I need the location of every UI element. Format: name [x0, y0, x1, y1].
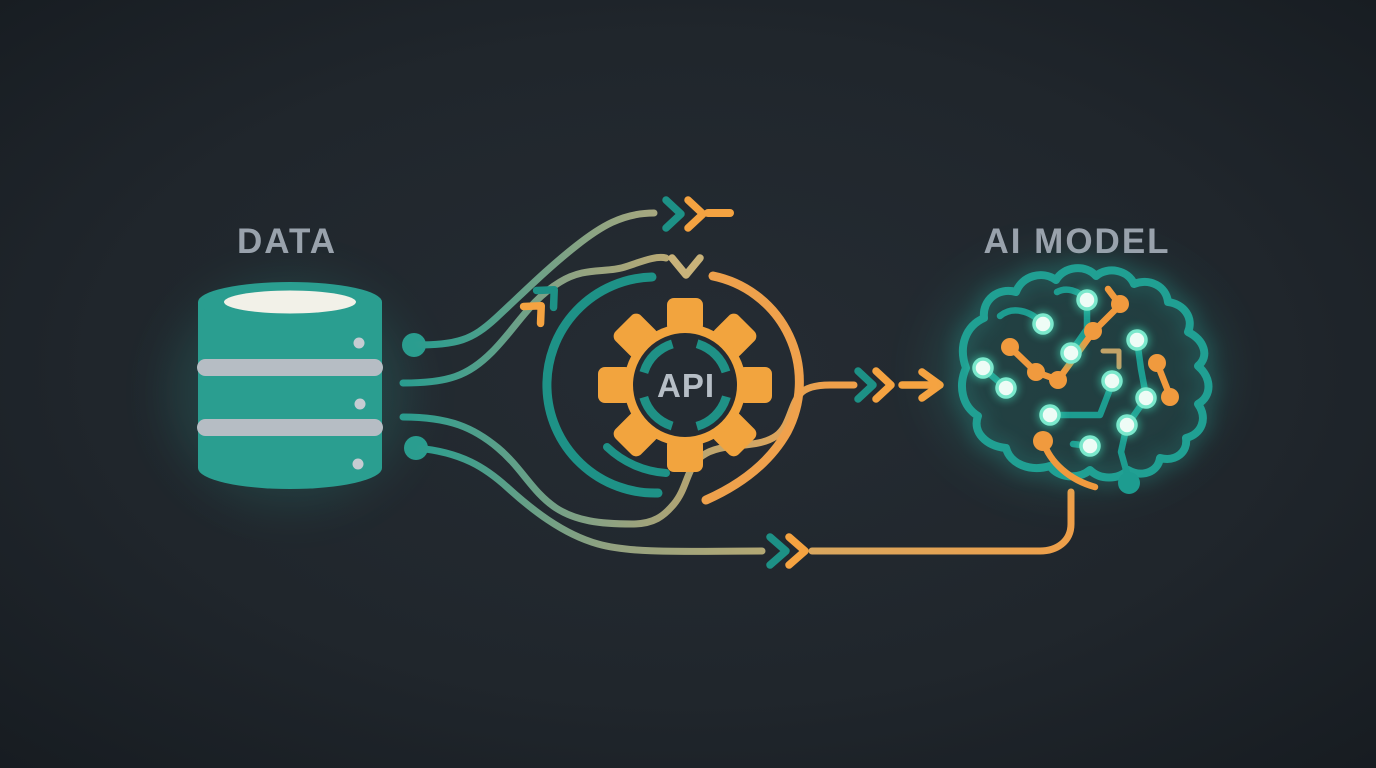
down-arrowhead-icon	[668, 254, 704, 279]
chevron-icon	[854, 367, 877, 403]
circuit-nodes-cyan	[972, 289, 1157, 457]
chevron-icon	[785, 533, 809, 569]
flow-line-bottom-to-brain	[808, 488, 1075, 555]
database-top-surface	[224, 290, 356, 314]
chevron-icon	[662, 196, 685, 232]
brain-outline	[958, 264, 1213, 482]
api-hub: API	[542, 254, 804, 505]
gear-inner-ring	[637, 337, 733, 433]
arrow-icon	[898, 368, 944, 402]
flow-line-bottom	[412, 444, 766, 555]
database-led	[352, 458, 364, 470]
chevron-accents	[519, 196, 944, 569]
brain-stem-dot	[1118, 472, 1140, 494]
circuit-nodes-orange	[1001, 295, 1179, 451]
database-led	[354, 398, 366, 410]
api-label: API	[657, 367, 715, 404]
brain-icon	[954, 260, 1217, 494]
ai-model-label: AI MODEL	[983, 222, 1170, 261]
database-body	[198, 302, 382, 489]
database-icon	[197, 282, 383, 489]
flow-lines	[399, 209, 1075, 555]
flow-line-top	[410, 209, 658, 349]
database-band	[197, 359, 383, 376]
orbit-arc-teal	[542, 272, 663, 498]
chevron-icon	[532, 286, 558, 312]
data-label: DATA	[237, 222, 337, 261]
chevron-icon	[519, 302, 545, 328]
chevron-icon	[872, 367, 895, 403]
chevron-icon	[766, 533, 790, 569]
gear-icon	[598, 298, 772, 472]
orbit-arc-orange	[701, 271, 804, 505]
database-led	[353, 337, 365, 349]
database-band	[197, 419, 383, 436]
orbit-arc-teal-inner	[603, 443, 670, 477]
chevron-icon	[684, 196, 707, 232]
